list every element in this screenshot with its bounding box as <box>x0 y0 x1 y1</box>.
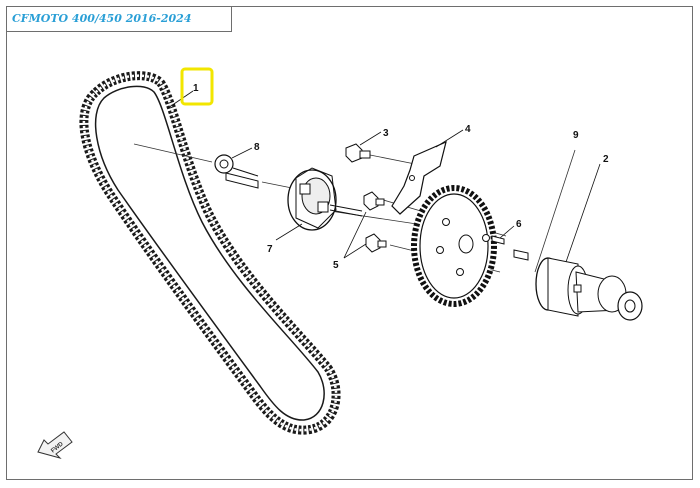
part-4-plate <box>391 140 447 215</box>
cam-sprocket <box>411 185 497 307</box>
timing-chain <box>79 71 341 435</box>
diagram-frame <box>6 6 693 480</box>
callout-1-highlight <box>180 67 214 106</box>
part-3-bolt <box>345 143 371 163</box>
part-7-decompression-assembly <box>287 167 363 231</box>
callout-9[interactable]: 9 <box>573 130 579 141</box>
callout-2[interactable]: 2 <box>603 154 609 165</box>
part-5-bolts <box>363 191 387 253</box>
assembly-axis-lines <box>133 143 576 273</box>
page-title: CFMOTO 400/450 2016-2024 <box>12 12 192 25</box>
callout-3[interactable]: 3 <box>383 128 389 139</box>
part-2-camshaft <box>535 257 643 321</box>
callout-8[interactable]: 8 <box>254 142 260 153</box>
leader-lines <box>167 90 601 263</box>
callout-6[interactable]: 6 <box>516 219 522 230</box>
callout-4[interactable]: 4 <box>465 124 471 135</box>
part-8-pin <box>214 154 259 189</box>
callout-labels: 1 2 3 4 5 6 7 8 9 <box>193 83 609 271</box>
callout-5[interactable]: 5 <box>333 260 339 271</box>
callout-7[interactable]: 7 <box>267 244 273 255</box>
title-box <box>6 6 232 32</box>
part-9-pin <box>513 249 529 261</box>
forward-direction-arrow: FWD <box>37 431 73 459</box>
callout-1[interactable]: 1 <box>193 83 199 94</box>
